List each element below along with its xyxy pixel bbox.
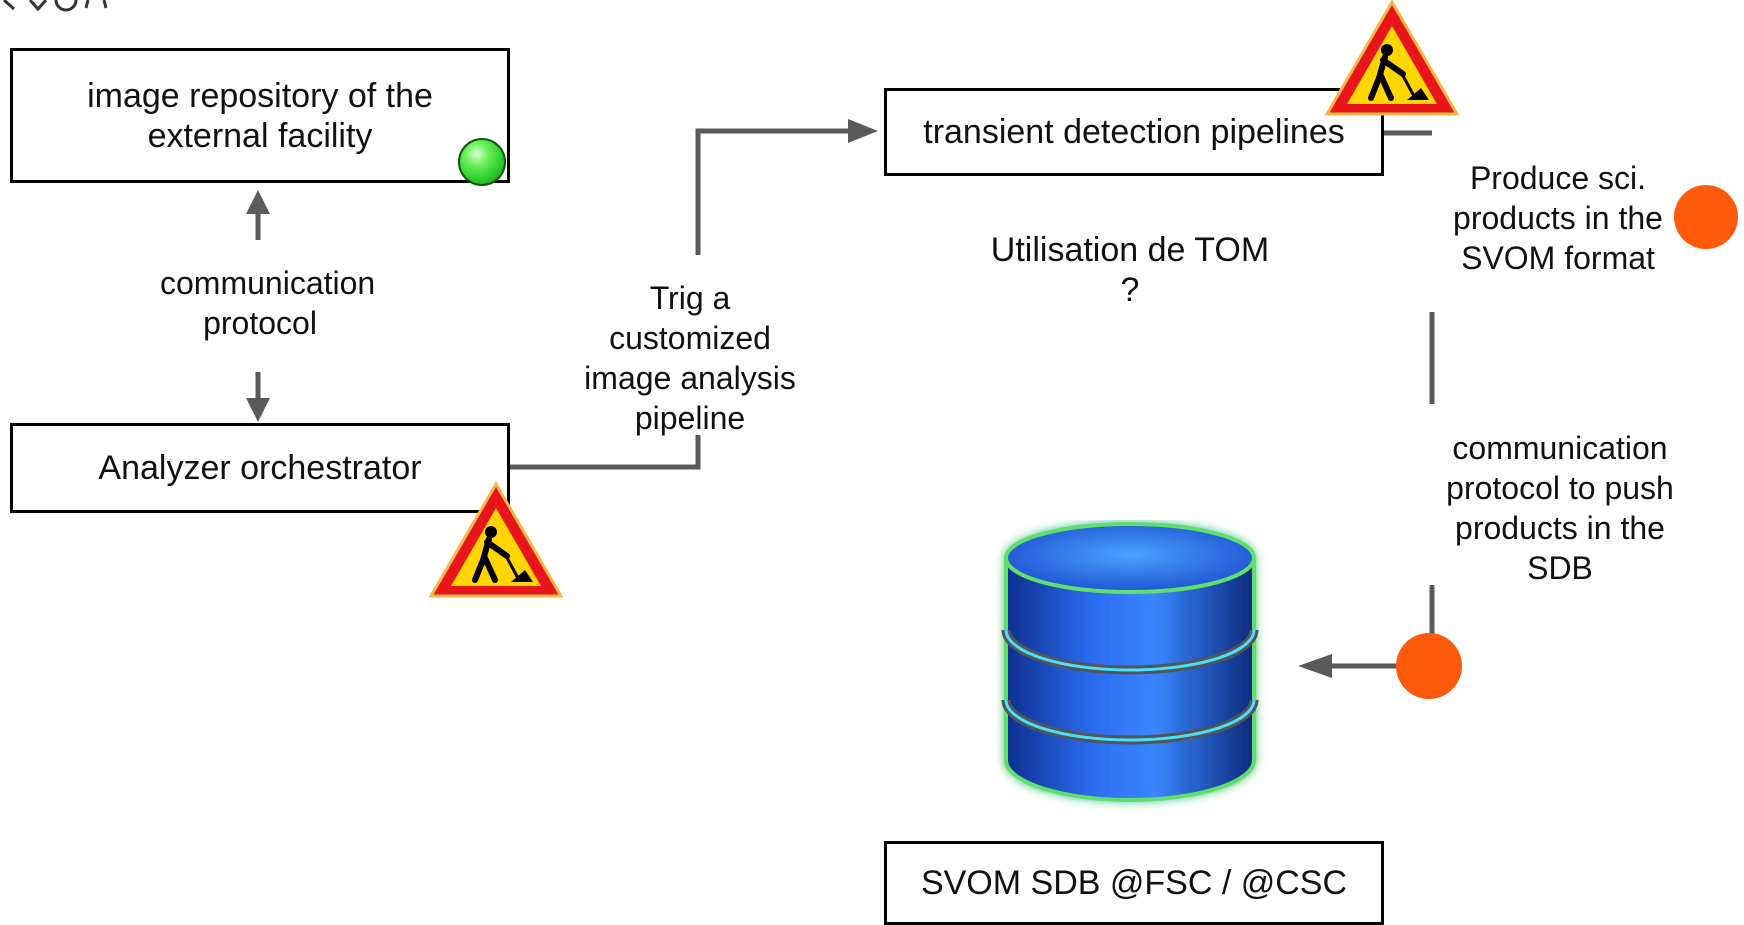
push-protocol-label: communication protocol to push products … xyxy=(1446,430,1674,586)
trig-pipeline-label: Trig a customized image analysis pipelin… xyxy=(584,280,796,436)
svom-sdb-label: SVOM SDB @FSC / @CSC xyxy=(920,864,1348,902)
utilisation-tom-label: Utilisation de TOM ? xyxy=(990,231,1270,309)
analyzer-orchestrator-box: Analyzer orchestrator xyxy=(10,423,510,513)
produce-products-label: Produce sci. products in the SVOM format xyxy=(1453,160,1663,276)
transient-pipelines-label: transient detection pipelines xyxy=(923,113,1345,151)
road-works-warning-icon xyxy=(1325,0,1459,116)
communication-protocol-label: communication protocol xyxy=(160,265,376,341)
image-repository-label: image repository of the external facilit… xyxy=(87,76,433,155)
road-works-warning-icon xyxy=(429,482,563,598)
orange-status-dot-icon xyxy=(1396,633,1462,699)
cropped-toolbar-icons xyxy=(2,0,108,12)
green-status-light-icon xyxy=(458,138,506,186)
transient-pipelines-box: transient detection pipelines xyxy=(884,88,1384,176)
analyzer-orchestrator-label: Analyzer orchestrator xyxy=(98,449,422,487)
svom-sdb-box: SVOM SDB @FSC / @CSC xyxy=(884,841,1384,925)
database-cylinder-icon xyxy=(1001,522,1259,802)
orange-status-dot-icon xyxy=(1674,185,1738,249)
image-repository-box: image repository of the external facilit… xyxy=(10,48,510,183)
